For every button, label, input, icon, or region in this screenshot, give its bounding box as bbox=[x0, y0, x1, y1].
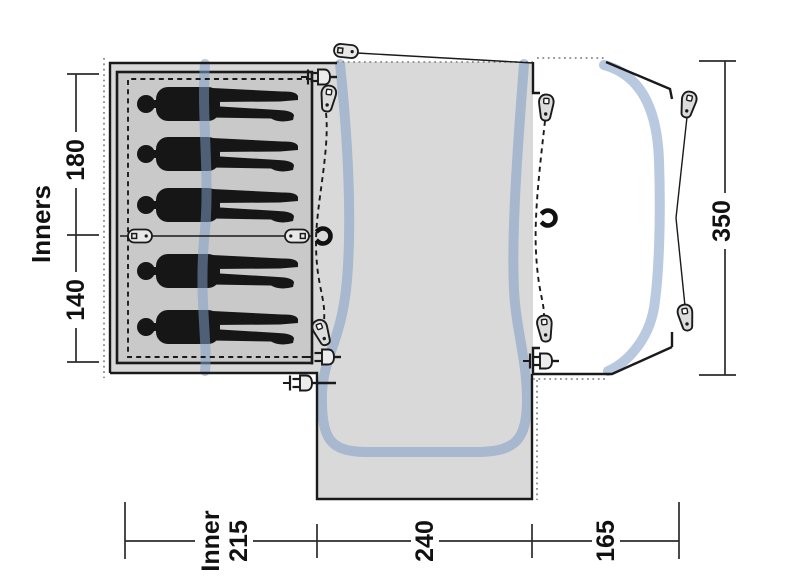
dotted-skirt-lines bbox=[103, 57, 607, 500]
power-plug-icon bbox=[281, 374, 321, 392]
dim-165-label: 165 bbox=[592, 520, 620, 562]
hardware-icons bbox=[281, 42, 699, 392]
tent-poles bbox=[197, 59, 665, 457]
front-edge-top bbox=[605, 60, 674, 100]
pole-band-front bbox=[599, 60, 665, 376]
dim-180-label: 180 bbox=[62, 139, 90, 181]
tent-outline bbox=[108, 60, 674, 501]
pole-band-inner bbox=[197, 59, 212, 376]
peg-icon bbox=[537, 93, 555, 122]
tie-hook-icon bbox=[543, 211, 555, 226]
dim-140-label: 140 bbox=[62, 279, 90, 321]
dim-350-label: 350 bbox=[708, 200, 736, 242]
dim-inner-label: Inner bbox=[197, 510, 225, 571]
toggle-icon bbox=[284, 228, 310, 244]
guy-line-top bbox=[356, 52, 534, 64]
door-bracket-bottom bbox=[531, 346, 540, 374]
guy-lines bbox=[356, 52, 688, 307]
toggle-icon bbox=[127, 228, 153, 244]
peg-icon bbox=[332, 42, 360, 60]
dim-240-label: 240 bbox=[411, 520, 439, 562]
peg-icon bbox=[675, 302, 697, 333]
inner-divider bbox=[120, 228, 313, 244]
front-edge-bottom bbox=[532, 332, 674, 376]
door-bracket-top bbox=[531, 62, 540, 95]
dimension-label-backgrounds bbox=[63, 132, 735, 578]
guy-line-right bbox=[675, 116, 688, 307]
inners-label: Inners bbox=[26, 185, 56, 263]
sleeping-section-edge bbox=[108, 61, 337, 373]
living-section-floor bbox=[317, 62, 533, 499]
dimension-labels: Inners 180 140 350 Inner 215 240 165 bbox=[26, 139, 736, 571]
peg-icon bbox=[677, 89, 699, 120]
pole-band-porch bbox=[316, 59, 533, 457]
dim-215-label: 215 bbox=[225, 520, 253, 562]
front-door-zip bbox=[534, 120, 546, 317]
peg-icon bbox=[535, 313, 555, 344]
porch-edge bbox=[110, 371, 534, 501]
inner-tent-dashed-inset bbox=[127, 78, 311, 358]
